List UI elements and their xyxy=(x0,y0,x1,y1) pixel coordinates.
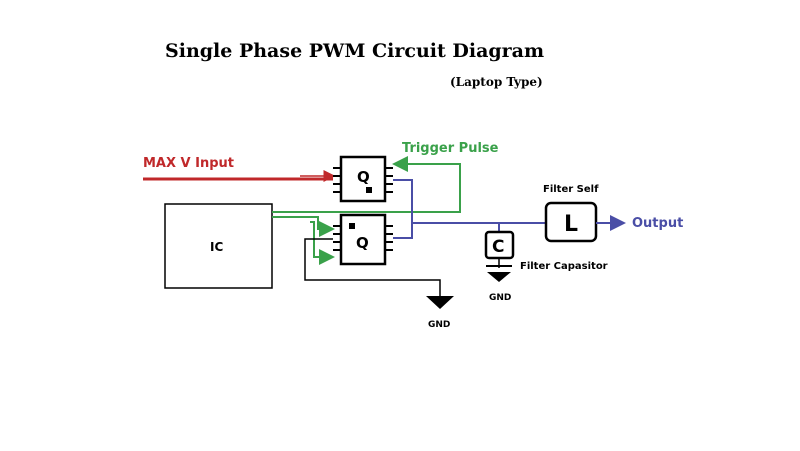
filter-capacitor-label: Filter Capasitor xyxy=(520,261,608,272)
ground-symbol-left xyxy=(426,296,454,309)
diagram-title: Single Phase PWM Circuit Diagram xyxy=(165,40,544,62)
trigger-wire-bottom xyxy=(272,216,335,237)
trigger-pulse-label: Trigger Pulse xyxy=(402,141,499,156)
mosfet-top-output-wire xyxy=(393,179,413,223)
ic-block xyxy=(164,203,273,289)
max-v-input-label: MAX V Input xyxy=(143,156,234,171)
mosfet-bottom xyxy=(333,213,393,266)
gnd-right-label: GND xyxy=(489,293,511,303)
mosfet-top-label: Q xyxy=(357,168,370,186)
inductor-label: L xyxy=(564,212,578,237)
ground-wire-left xyxy=(304,238,441,296)
filter-self-label: Filter Self xyxy=(543,184,599,195)
ground-symbol-right xyxy=(486,265,512,282)
ic-label: IC xyxy=(210,240,223,254)
mosfet-bottom-label: Q xyxy=(356,234,369,252)
output-label: Output xyxy=(632,216,683,231)
gnd-left-label: GND xyxy=(428,320,450,330)
mosfet-top xyxy=(333,155,393,203)
diagram-subtitle: (Laptop Type) xyxy=(450,75,543,89)
capacitor-label: C xyxy=(492,237,504,257)
mosfet-bottom-output-wire xyxy=(393,223,413,239)
trigger-wire-top xyxy=(272,156,461,213)
